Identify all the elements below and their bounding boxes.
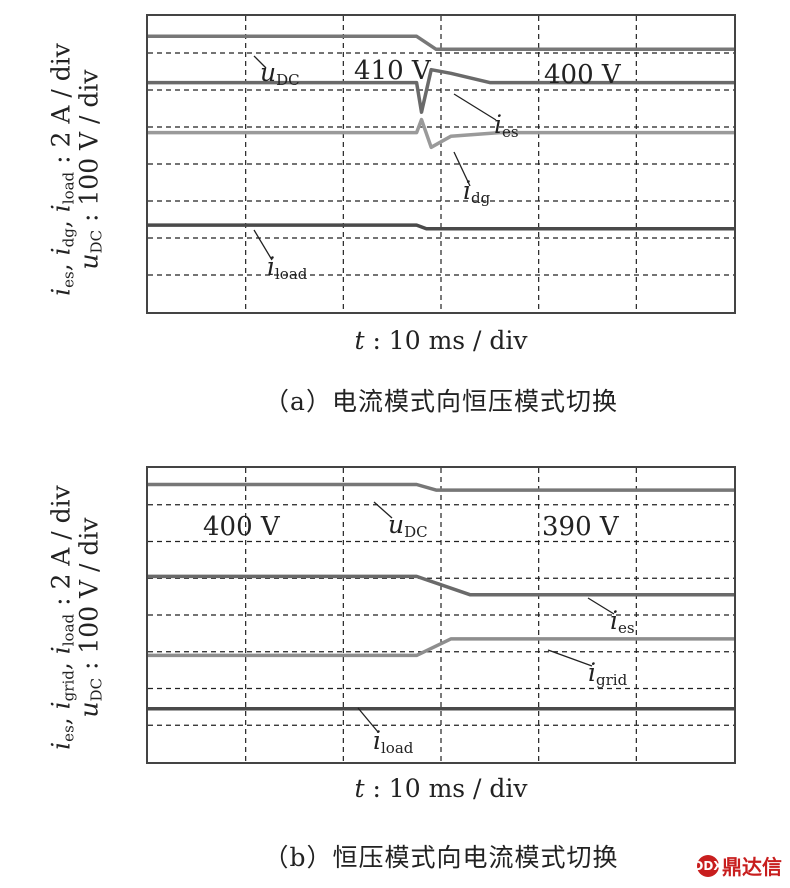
y-axis-label-voltage-b: uDC : 100 V / div xyxy=(74,517,106,718)
y-axis-label-voltage: uDC : 100 V / div xyxy=(74,69,106,270)
trace-i-es-a xyxy=(148,67,734,114)
trace-label-ies-a: ies xyxy=(494,110,519,142)
leader-iload-b xyxy=(357,707,379,733)
trace-i-load-a xyxy=(148,223,734,231)
x-axis-label-a: t : 10 ms / div xyxy=(354,326,528,355)
trace-label-ies-b: ies xyxy=(610,606,635,638)
trace-canvas-b xyxy=(148,468,734,762)
trace-i-dg-a xyxy=(148,117,734,150)
trace-u-dc-a xyxy=(148,34,734,52)
trace-u-dc-b xyxy=(148,482,734,492)
leader-ies-b xyxy=(587,597,615,615)
annotation-390v: 390 V xyxy=(542,512,619,542)
leader-ies-a xyxy=(453,93,497,121)
oscilloscope-plot-a: uDC 410 V 400 V ies idg iload xyxy=(146,14,736,314)
trace-label-udc-a: uDC xyxy=(260,58,300,90)
caption-a: （a）电流模式向恒压模式切换 xyxy=(264,387,618,416)
leader-udc-b xyxy=(373,501,393,519)
annotation-400v-a: 400 V xyxy=(544,60,621,90)
trace-label-iload-b: iload xyxy=(373,726,414,758)
logo-text: 鼎达信 xyxy=(722,855,782,879)
trace-i-grid-b xyxy=(148,637,734,658)
logo-mark-icon: DDX xyxy=(693,854,723,877)
x-axis-label-b: t : 10 ms / div xyxy=(354,774,528,803)
trace-label-udc-b: uDC xyxy=(388,510,428,542)
panel-a: ies, idg, iload : 2 A / div uDC : 100 V … xyxy=(0,0,790,440)
panel-b: ies, igrid, iload : 2 A / div uDC : 100 … xyxy=(0,440,790,888)
trace-label-idg: idg xyxy=(463,176,491,208)
oscilloscope-plot-b: 400 V uDC 390 V ies igrid iload xyxy=(146,466,736,764)
leader-idg xyxy=(453,151,471,187)
watermark-logo: DDX 鼎达信 xyxy=(693,851,782,880)
trace-canvas-a xyxy=(148,16,734,312)
caption-b: （b）恒压模式向电流模式切换 xyxy=(263,843,619,872)
trace-label-igrid: igrid xyxy=(588,658,628,690)
trace-label-iload-a: iload xyxy=(267,252,308,284)
annotation-410v: 410 V xyxy=(354,56,431,86)
trace-i-es-b xyxy=(148,574,734,597)
annotation-400v-b: 400 V xyxy=(203,512,280,542)
leader-igrid xyxy=(547,649,593,667)
leader-udc-a xyxy=(253,55,267,69)
leader-iload-a xyxy=(253,229,273,261)
